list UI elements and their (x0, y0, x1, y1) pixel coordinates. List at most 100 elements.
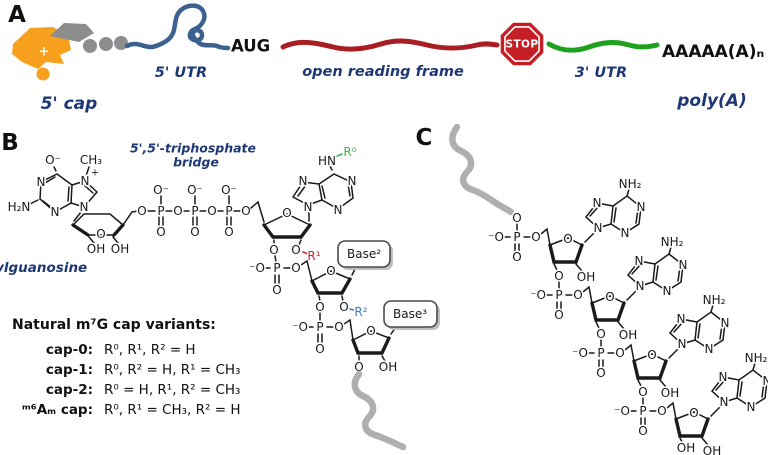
three-prime-utr-line (546, 40, 660, 53)
five-prime-cap-label: 5' cap (41, 94, 98, 114)
terminal-3prime-oh: OH (677, 441, 695, 455)
five-prime-cap-shape (12, 27, 71, 69)
r2-group: R² (354, 305, 367, 319)
ado1-ribose-o: O (282, 206, 291, 220)
base3-box: Base³ (383, 300, 440, 330)
cap-variants-block: Natural m⁷G cap variants: cap-0: R⁰, R¹,… (12, 317, 240, 418)
panel-b-label: B (1, 130, 19, 156)
aug-start-codon: AUG (231, 37, 270, 56)
ado1-3prime-o: O (269, 243, 278, 257)
m7g-amino: H₂N (8, 200, 31, 214)
adenosine-unit-3 (570, 291, 732, 402)
p2-o-minus: ⁻O (249, 261, 265, 275)
m7g-n3: N (51, 205, 60, 219)
m7g-ribose-bonds (71, 210, 139, 244)
polya-label: poly(A) (676, 91, 746, 111)
m7g-ribose-o: O (96, 227, 105, 241)
m7g-bonds (29, 166, 99, 222)
panel-b-cap-structure: B 5',5'-triphosphate bridge 7-methylguan… (0, 130, 440, 451)
cap-plus-charge: + (39, 45, 50, 60)
m7g-n7-plus-charge: + (91, 168, 99, 179)
sugar2-3prime-o: O (315, 300, 324, 314)
adenosine-unit-2 (528, 233, 690, 344)
m7g-methyl: CH₃ (80, 153, 102, 167)
m7g-n1: N (37, 175, 46, 189)
panel-c-polya-structure: C OH (416, 123, 768, 455)
m7g-n7: N (81, 174, 90, 188)
variant-name-cap1: cap-1: (46, 362, 93, 378)
base2-box: Base² (337, 240, 393, 270)
ado1-n1: N (348, 174, 357, 188)
tp-p2: P (191, 204, 198, 218)
variant-name-cap2: cap-2: (46, 382, 93, 398)
sugar3-ring-o: O (366, 324, 375, 338)
adenosine-unit-1 (486, 175, 648, 286)
adenosine-unit-4 (612, 349, 768, 455)
tp-ominus2: O⁻ (187, 183, 203, 197)
mrna-continuation-squiggle-b (351, 370, 407, 451)
ado1-n3: N (334, 203, 343, 217)
cap-proximal-shape (50, 23, 94, 42)
variant-formula-cap2: R⁰ = H, R¹, R² = CH₃ (104, 382, 240, 398)
five-prime-utr-line (124, 3, 231, 51)
adenosine1-bonds (250, 153, 354, 255)
panel-c-label: C (416, 125, 433, 151)
base3-label: Base³ (393, 307, 427, 321)
m7g-o-minus: O⁻ (45, 153, 61, 167)
ado1-n7: N (299, 174, 308, 188)
triphosphate-bridge-label-1: 5',5'-triphosphate (130, 141, 256, 156)
m7g-n9: N (80, 200, 89, 214)
m7g-3oh: OH (111, 242, 129, 256)
triphosphate-bridge-label-2: bridge (173, 155, 219, 170)
panel-a-label: A (8, 2, 26, 28)
phosphate2-bonds (263, 255, 313, 284)
cap-small-circle (36, 67, 50, 81)
tp-odbl1: O (156, 225, 165, 239)
base2-label: Base² (347, 247, 381, 261)
variant-formula-cap1: R⁰, R² = H, R¹ = CH₃ (104, 362, 240, 378)
variant-formula-m6am: R⁰, R¹ = CH₃, R² = H (104, 402, 240, 418)
tp-o1: O (137, 204, 146, 218)
m7g-2oh: OH (87, 242, 105, 256)
stop-sign: STOP (500, 22, 544, 66)
tp-odbl2: O (190, 225, 199, 239)
orf-line (280, 38, 500, 52)
panel-a-mrna-schematic: A + 5' cap 5' UTR AUG open reading frame… (8, 2, 764, 114)
tp-ominus3: O⁻ (221, 183, 237, 197)
m7g-caption: 7-methylguanosine (0, 260, 87, 276)
p3-o-dbl: O (315, 342, 324, 356)
tp-o3: O (207, 204, 216, 218)
mrna-continuation-squiggle-c (449, 123, 515, 216)
polya-sequence: AAAAA(A)ₙ (662, 42, 764, 62)
r1-group: R¹ (307, 249, 320, 263)
tp-odbl3: O (224, 225, 233, 239)
p3-o-right: O (334, 320, 343, 334)
ado1-2prime-o: O (291, 243, 300, 257)
tp-ominus1: O⁻ (153, 183, 169, 197)
stop-sign-text: STOP (506, 39, 539, 51)
cap-linker-beads (83, 36, 128, 53)
orf-label: open reading frame (302, 64, 464, 80)
variant-name-m6am: ᵐ⁶Aₘ cap: (22, 402, 93, 418)
tp-o4: O (241, 204, 250, 218)
variant-name-cap0: cap-0: (46, 342, 93, 358)
tp-p1: P (157, 204, 164, 218)
r0-group: R⁰ (343, 145, 356, 159)
phosphate3-bonds (306, 312, 354, 343)
variants-title: Natural m⁷G cap variants: (12, 317, 216, 333)
tp-p3: P (225, 204, 232, 218)
ado1-hn: HN (318, 154, 336, 168)
sugar3-3prime-o: O (354, 360, 363, 374)
three-prime-utr-label: 3' UTR (575, 65, 627, 81)
five-prime-utr-label: 5' UTR (155, 65, 207, 81)
ado1-n9: N (304, 200, 313, 214)
variant-formula-cap0: R⁰, R¹, R² = H (104, 342, 196, 358)
sugar2-2prime-o: O (339, 300, 348, 314)
p2-p: P (273, 261, 280, 275)
p3-o-minus: ⁻O (292, 320, 308, 334)
p2-o-right: O (291, 261, 300, 275)
triphosphate-bonds (146, 195, 241, 226)
sugar2-ring-o: O (326, 264, 335, 278)
